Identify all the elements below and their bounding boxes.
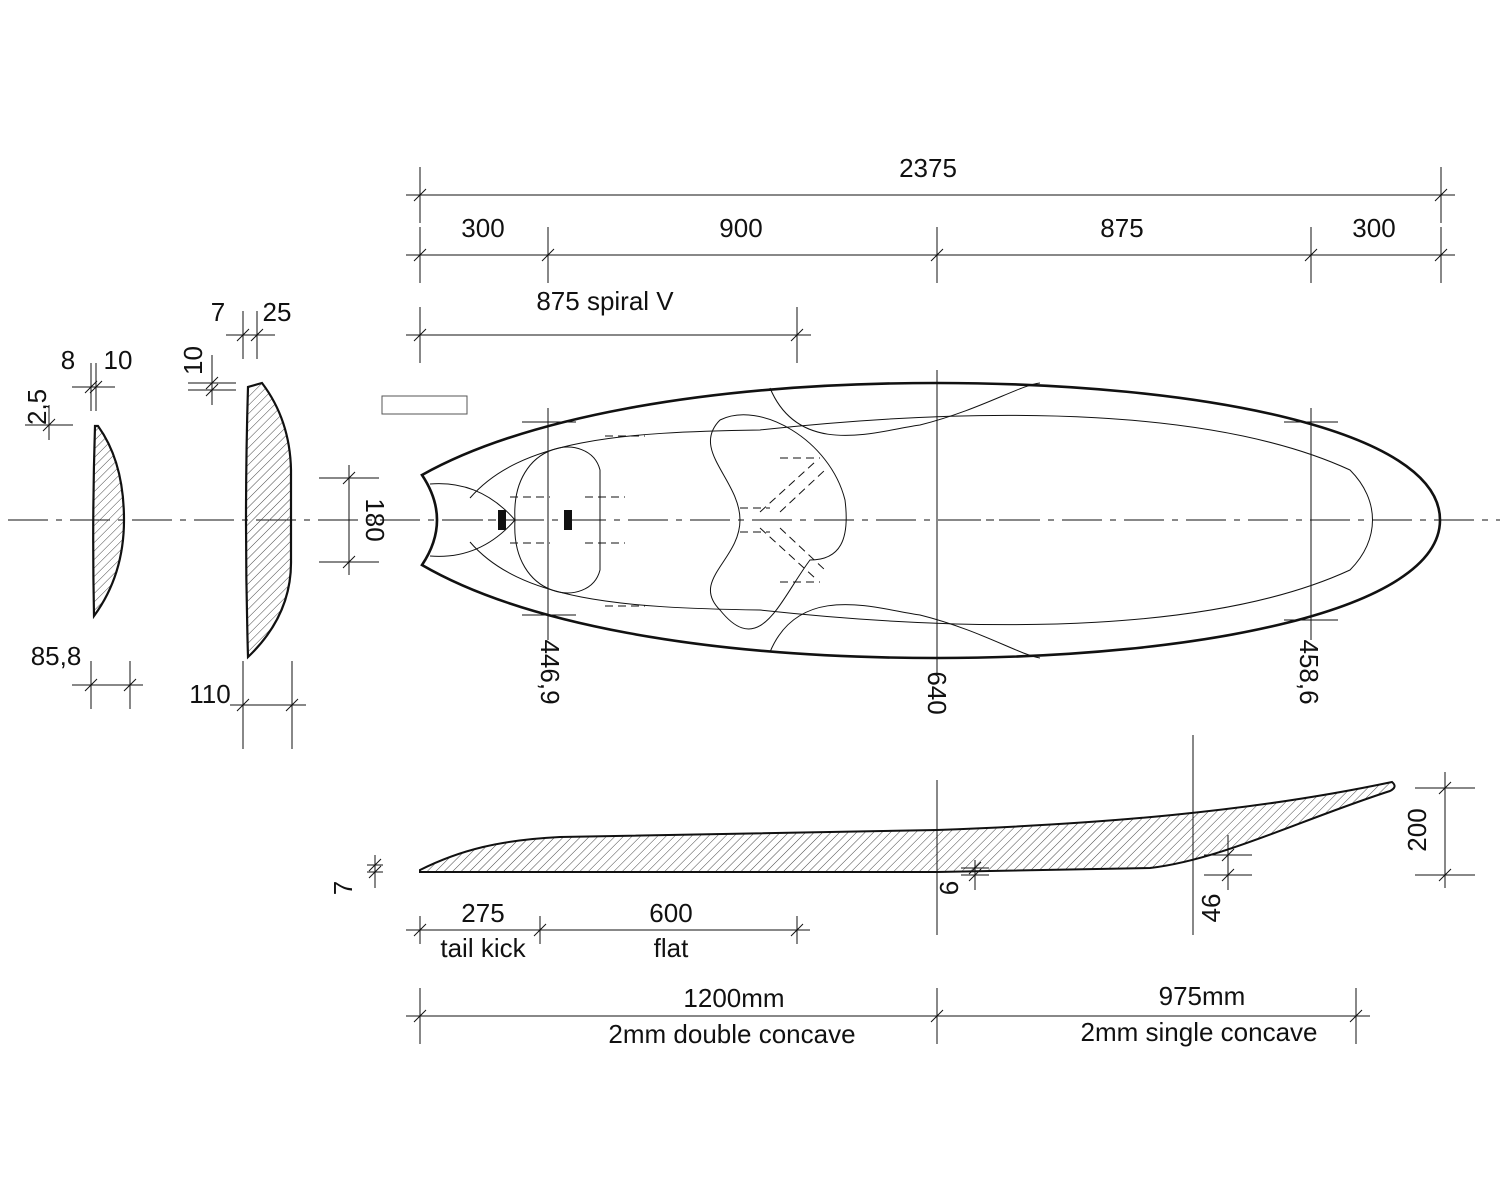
front-bottom-label: 2mm single concave <box>1081 1017 1318 1047</box>
dimension-line <box>368 865 382 879</box>
dimension-line <box>1221 848 1235 862</box>
flat-length: 600 <box>649 898 692 928</box>
tail-section-thickness-10: 10 <box>104 345 133 375</box>
dimension-line <box>250 328 264 342</box>
mid-section-dim-7: 7 <box>211 297 225 327</box>
nose-point-width-label: 458,6 <box>1294 639 1324 704</box>
dimension-line <box>533 923 547 937</box>
dimension-line <box>1434 248 1448 262</box>
nose-rocker-label: 200 <box>1402 808 1432 851</box>
rear-bottom-label: 2mm double concave <box>608 1019 855 1049</box>
dimension-line <box>1438 868 1452 882</box>
dimension-line <box>1434 188 1448 202</box>
dimension-line <box>790 328 804 342</box>
dimension-line <box>930 248 944 262</box>
dimension-line <box>1304 248 1318 262</box>
rear-bottom-length: 1200mm <box>683 983 784 1013</box>
dimension-line <box>413 188 427 202</box>
segment-label-1: 300 <box>461 213 504 243</box>
mid-section-width: 110 <box>189 679 230 709</box>
dimension-line <box>413 248 427 262</box>
scale-box <box>381 395 468 415</box>
mid-section-dim-25: 25 <box>263 297 292 327</box>
flat-label: flat <box>654 933 689 963</box>
dimension-line <box>84 380 98 394</box>
segment-label-2: 900 <box>719 213 762 243</box>
dimension-line <box>790 923 804 937</box>
mid-cross-section <box>244 381 293 660</box>
tail-width-label: 180 <box>360 498 390 541</box>
dimension-line <box>42 418 56 432</box>
dimension-line <box>205 383 219 397</box>
board-side-profile <box>419 780 1396 873</box>
tail-thickness-label: 7 <box>328 881 358 895</box>
dimension-line <box>89 380 103 394</box>
tail-section-width: 85,8 <box>31 641 82 671</box>
dimension-lines <box>25 167 1475 1044</box>
dimension-line <box>205 376 219 390</box>
dimension-line <box>541 248 555 262</box>
dimension-line <box>1221 868 1235 882</box>
dimension-line <box>413 1009 427 1023</box>
nose-rocker-a-label: 46 <box>1196 894 1226 923</box>
dimension-line <box>84 678 98 692</box>
overall-length-label: 2375 <box>899 153 957 183</box>
dimension-line <box>342 555 356 569</box>
board-planform <box>420 381 1442 660</box>
dimension-line <box>413 328 427 342</box>
center-width-label: 640 <box>922 671 952 714</box>
dimension-line <box>1349 1009 1363 1023</box>
dimension-line <box>123 678 137 692</box>
dimension-line <box>413 923 427 937</box>
tail-cross-section <box>92 424 126 620</box>
dimension-line <box>368 858 382 872</box>
tail-point-width-label: 446,9 <box>535 639 565 704</box>
dimension-line <box>930 1009 944 1023</box>
dimension-line <box>1438 781 1452 795</box>
dimension-line <box>968 868 982 882</box>
tail-section-thickness-8: 8 <box>61 345 75 375</box>
front-bottom-length: 975mm <box>1159 981 1246 1011</box>
spiral-v-label: 875 spiral V <box>536 286 674 316</box>
dimension-line <box>285 698 299 712</box>
tail-kick-length: 275 <box>461 898 504 928</box>
tail-kick-label: tail kick <box>440 933 526 963</box>
center-rocker-label: 6 <box>934 881 964 895</box>
dimension-line <box>236 698 250 712</box>
dimension-line <box>236 328 250 342</box>
tail-section-rail: 2,5 <box>22 389 52 425</box>
dimension-line <box>342 471 356 485</box>
segment-label-3: 875 <box>1100 213 1143 243</box>
dimension-line <box>968 861 982 875</box>
mid-section-rail: 10 <box>178 346 208 375</box>
segment-label-4: 300 <box>1352 213 1395 243</box>
